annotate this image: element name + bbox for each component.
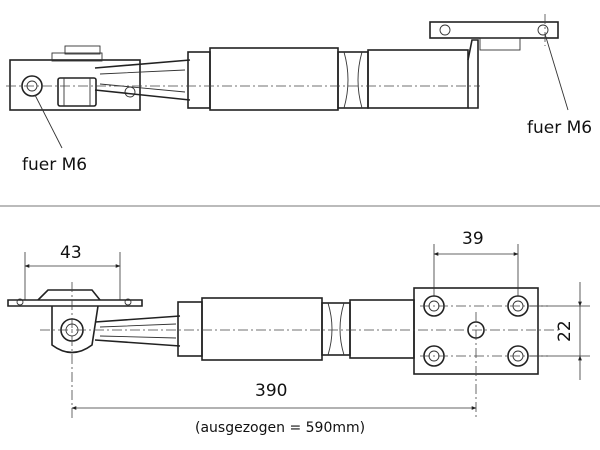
top-right-label: fuer M6 <box>527 118 592 138</box>
top-left-bracket-plate <box>51 52 103 62</box>
top-right-bracket <box>467 39 479 109</box>
top-cylinder-body <box>209 47 339 111</box>
top-right-mount-plate <box>429 21 559 39</box>
top-cylinder-tube <box>367 49 469 109</box>
bottom-left-bracket-top <box>37 289 101 301</box>
top-view: fuer M6 fuer M6 <box>6 14 592 175</box>
bottom-left-mount-plate <box>7 299 143 307</box>
top-left-label: fuer M6 <box>22 155 87 175</box>
bottom-cylinder-body <box>201 297 323 361</box>
bottom-cylinder-tube <box>349 299 415 359</box>
top-left-bracket-cap <box>64 45 101 55</box>
top-left-mount-plate <box>9 59 141 111</box>
top-cylinder-collar <box>337 51 369 109</box>
extended-length-note: (ausgezogen = 590mm) <box>195 420 365 436</box>
top-right-bracket-block <box>479 37 521 51</box>
dim-43-label: 43 <box>60 243 82 263</box>
dim-22-label: 22 <box>555 320 575 342</box>
top-cylinder-end-cap <box>187 51 211 109</box>
bottom-connecting-rod <box>94 315 181 347</box>
dim-39-label: 39 <box>462 229 484 249</box>
bottom-left-bracket-body <box>51 305 99 354</box>
top-right-leader <box>544 33 569 111</box>
bottom-view: 43 <box>7 229 590 436</box>
bottom-cylinder-collar <box>321 302 351 356</box>
bottom-cylinder-end-cap <box>177 301 203 357</box>
top-left-leader <box>34 94 63 149</box>
top-connecting-rod <box>94 59 191 101</box>
dim-390-label: 390 <box>255 381 287 401</box>
top-hex-nut <box>57 77 97 107</box>
top-pivot-pin <box>124 86 136 98</box>
